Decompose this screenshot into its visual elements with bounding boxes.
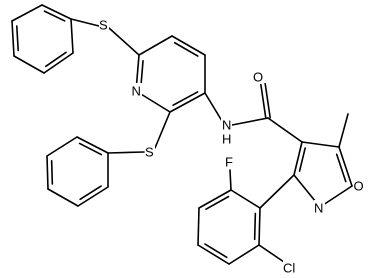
atom-bg (253, 69, 264, 84)
sulfur-label-lower: S (145, 145, 154, 160)
amide-bond (267, 117, 303, 143)
phenyl-ring-top-bond (13, 55, 45, 74)
isoxazole-ring-bond (301, 141, 340, 148)
thioether-bond (154, 111, 171, 149)
isoxazole-ring-bond (338, 146, 353, 187)
phenyl-ring-top-bond (44, 51, 67, 68)
aryl-ring-bond (258, 207, 261, 246)
phenyl-ring-bottom-bond (50, 160, 54, 185)
phenyl-ring-bottom-bond (47, 188, 79, 207)
phenyl-ring-top-bond (11, 4, 43, 22)
thioether-bond (108, 27, 140, 56)
atom-bg (99, 17, 109, 32)
pyridine-ring-bond (138, 35, 173, 56)
chlorine-bond (258, 244, 285, 263)
sulfur-label-upper: S (99, 18, 108, 33)
isoxazole-nitrogen-label: N (314, 201, 323, 216)
atom-bg (221, 118, 232, 144)
aryl-ring-bond (204, 243, 228, 259)
aryl-ring-bond (197, 244, 230, 265)
methyl-bond (338, 113, 349, 148)
phenyl-ring-bottom-bond (78, 142, 103, 156)
carbonyl-double-bond (260, 83, 267, 120)
aryl-ring-bond (205, 195, 230, 211)
biaryl-bond (259, 174, 295, 209)
phenyl-ring-bottom-bond (46, 136, 78, 157)
amide-nitrogen-label: N (222, 118, 231, 133)
phenyl-ring-top-bond (43, 52, 74, 74)
amide-hydrogen-label: H (222, 132, 231, 147)
atom-bg (283, 260, 301, 275)
thioether-bond (107, 151, 145, 154)
carbonyl-oxygen-label: O (253, 70, 263, 85)
pyridine-ring-bond (140, 59, 144, 87)
phenyl-ring-bottom-bond (77, 186, 109, 207)
isoxazole-ring-bond (335, 153, 347, 183)
aryl-ring-bond (228, 244, 260, 265)
isoxazole-oxygen-label: O (354, 179, 364, 194)
carbonyl-double-bond (264, 82, 271, 119)
isoxazole-ring-bond (298, 147, 306, 172)
pyridine-ring-bond (171, 35, 206, 56)
pyridine-nitrogen-label: N (132, 84, 141, 99)
phenyl-ring-bottom-bond (76, 136, 109, 154)
chlorine-label: Cl (283, 261, 295, 276)
isoxazole-ring-bond (319, 185, 353, 208)
pyridine-ring-bond (172, 91, 199, 106)
atom-bg (225, 154, 234, 169)
atom-bg (145, 144, 155, 159)
phenyl-ring-bottom-bond (79, 185, 102, 201)
atom-bg (353, 178, 365, 193)
atom-label-layer: N S S N H O O N F Cl (99, 17, 365, 276)
amide-bond (204, 92, 223, 122)
phenyl-ring-bottom-bond (46, 155, 49, 190)
amide-bond (231, 117, 269, 126)
atom-bg (314, 200, 325, 215)
atom-bg (131, 83, 142, 98)
isoxazole-ring-bond (293, 141, 303, 176)
phenyl-ring-top-bond (15, 25, 19, 52)
phenyl-ring-top-bond (70, 18, 74, 54)
phenyl-ring-top-bond (41, 4, 72, 20)
pyridine-ring-bond (169, 92, 206, 113)
aryl-ring-bond (198, 189, 232, 209)
aryl-ring-bond (253, 212, 257, 241)
thioether-bond (70, 18, 100, 27)
phenyl-ring-top-bond (11, 20, 15, 57)
aryl-ring-bond (197, 207, 200, 246)
phenyl-ring-top-bond (43, 10, 66, 22)
aryl-ring-bond (230, 189, 261, 209)
bond-layer (11, 4, 353, 265)
fluorine-label: F (225, 155, 233, 170)
fluorine-bond (229, 169, 232, 191)
pyridine-ring-bond (173, 41, 199, 57)
